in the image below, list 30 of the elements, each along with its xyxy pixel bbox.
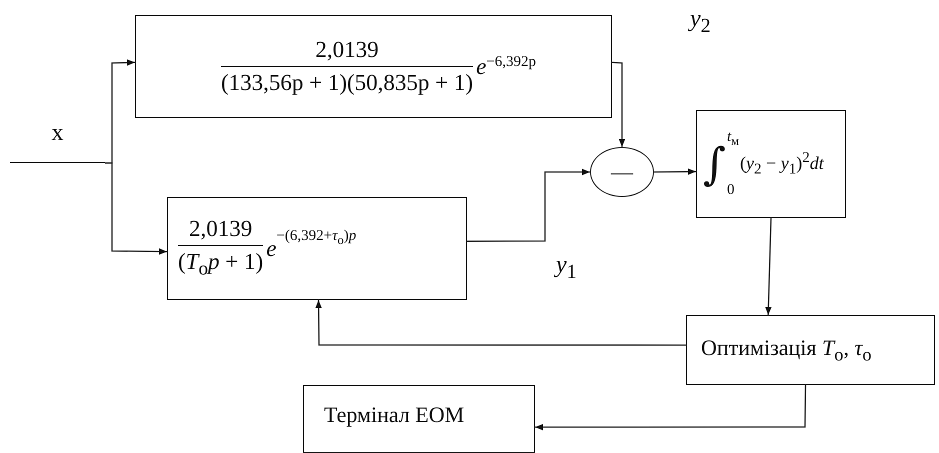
denominator: (T$_{о}$p + 1): [178, 249, 264, 281]
integrand: (y$_{2}$ − y$_{1}$)$^{2}$dt: [740, 150, 824, 178]
arrow: [765, 218, 772, 316]
minus-sign: —: [611, 159, 633, 185]
process-box: [686, 315, 935, 385]
signal-label: y$_{1}$: [556, 252, 577, 284]
box-label: Оптимізація T$_{о}$, τ$_{о}$: [701, 334, 872, 366]
box-label: Термінал ЕОМ: [324, 402, 464, 428]
numerator: 2,0139: [188, 216, 252, 242]
denominator: (133,56p + 1)(50,835p + 1): [220, 70, 474, 96]
arrow: [654, 168, 696, 175]
upper-limit: t$_{м}$: [726, 129, 740, 149]
exponent: −(6,392+τ$_{о}$)p: [276, 228, 356, 248]
arrow: [612, 62, 626, 147]
arrow: [467, 168, 590, 242]
input-label: x: [52, 120, 64, 147]
exponent: −6,392p: [486, 54, 536, 71]
transfer-function-block: [135, 15, 612, 118]
signal-label: y$_{2}$: [690, 6, 711, 38]
integral-block: [696, 110, 846, 218]
arrow: [315, 300, 686, 346]
exponential-base: e: [476, 54, 486, 80]
process-box: [303, 385, 535, 453]
exponential-base: e: [266, 236, 276, 262]
arrow: [535, 385, 806, 430]
arrow: [105, 162, 167, 255]
numerator: 2,0139: [315, 36, 379, 63]
integral-sign: ∫: [703, 138, 726, 190]
transfer-function-block: [167, 197, 467, 300]
lower-limit: 0: [726, 182, 736, 199]
